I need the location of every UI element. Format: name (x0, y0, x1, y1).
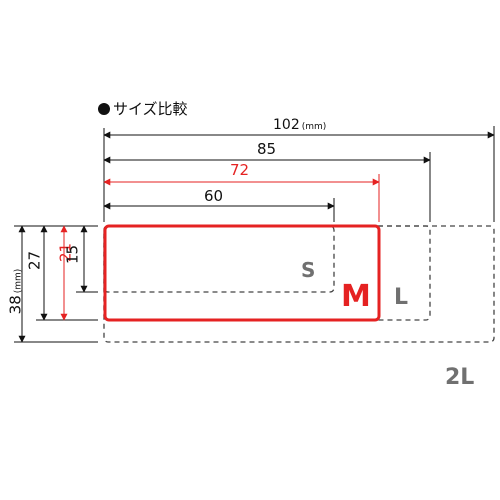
size-l-label: L (394, 285, 409, 310)
width-60-label: 60 (204, 187, 224, 205)
width-60-dimension (103, 198, 335, 222)
height-15-dimension (76, 225, 98, 293)
size-m-outline (103, 224, 381, 322)
size-l-outline (103, 225, 431, 321)
width-102-label: 102(mm) (273, 118, 326, 132)
width-72-label: 72 (230, 161, 250, 179)
width-85-dimension (103, 152, 431, 222)
height-unit: (mm) (13, 268, 24, 294)
width-85-label: 85 (257, 140, 277, 158)
size-2l-label: 2L (445, 365, 475, 390)
height-38-label: 38(mm) (6, 262, 25, 322)
height-27-label: 27 (25, 250, 44, 271)
height-21-dimension (54, 225, 92, 321)
height-15-label: 15 (63, 244, 82, 265)
size-s-label: S (301, 258, 316, 282)
height-38-value: 38 (6, 295, 25, 315)
bullet-icon (98, 103, 110, 115)
width-unit: (mm) (301, 122, 327, 132)
width-102-dimension (103, 126, 495, 222)
size-s-outline (103, 225, 335, 293)
section-title: サイズ比較 (98, 102, 188, 117)
title-text: サイズ比較 (113, 100, 188, 118)
width-72-dimension (103, 174, 380, 222)
width-102-value: 102 (273, 117, 300, 133)
size-2l-outline (103, 225, 495, 343)
size-m-label: M (341, 279, 371, 314)
